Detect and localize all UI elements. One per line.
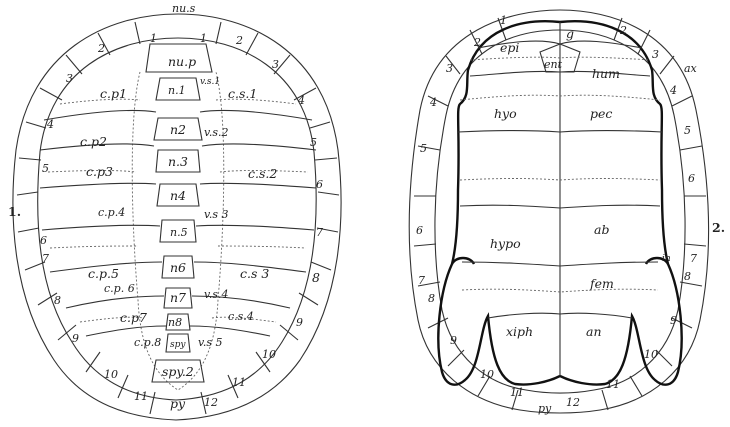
fig1-costal-scute-3-label: c.s 3 (240, 266, 269, 281)
fig1-neural-3-label: n.3 (168, 154, 188, 169)
fig2-inguinal-label: in (662, 254, 671, 264)
fig2-marginal-left-4: 4 (429, 96, 437, 109)
fig2-hypoplastron-label: hypo (490, 236, 521, 251)
fig1-costal-plate-4-label: c.p.4 (98, 206, 125, 219)
fig1-costal-plate-1-label: c.p1 (100, 86, 127, 101)
fig1-marginal-right-9: 9 (296, 316, 303, 329)
fig1-marginal-right-6: 6 (316, 178, 323, 191)
fig1-neural-2-label: n2 (170, 122, 186, 137)
fig1-vertebral-scute-1-label: v.s.1 (200, 77, 220, 87)
fig2-marginal-right-9: 9 (670, 314, 677, 327)
fig2-marginal-right-6: 6 (688, 172, 695, 185)
fig1-costal-scute-1-label: c.s.1 (228, 86, 257, 101)
fig1-neural-7-label: n7 (170, 290, 186, 305)
fig2-marginal-right-11: 11 (606, 378, 620, 391)
fig2-marginal-left-5: 5 (420, 142, 427, 155)
fig1-costal-plate-7-label: c.p7 (120, 310, 147, 325)
fig1-neural-1-label: n.1 (168, 84, 186, 97)
fig1-marginal-right-4: 4 (297, 94, 305, 107)
fig2-marginal-right-5: 5 (684, 124, 691, 137)
fig1-suprapygal-small-label: spy (170, 340, 186, 350)
fig1-marginal-right-10: 10 (262, 348, 276, 361)
fig1-vertebral-scute-3-label: v.s 3 (204, 208, 229, 221)
fig2-marginal-right-10: 10 (644, 348, 658, 361)
fig1-vertebral-scute-5-label: v.s 5 (198, 336, 223, 349)
fig1-marginal-left-9: 9 (72, 332, 79, 345)
fig1-neural-6-label: n6 (170, 260, 186, 275)
fig1-marginal-left-11: 11 (134, 390, 148, 403)
fig2-marginal-right-3: 3 (652, 48, 659, 61)
fig1-nuchal-scute-label: nu.s (172, 2, 196, 15)
fig2-pygal-label: py (538, 402, 552, 415)
fig2-marginal-right-12: 12 (566, 396, 580, 409)
fig1-marginal-left-6: 6 (40, 234, 47, 247)
fig1-marginal-left-8: 8 (54, 294, 61, 307)
fig1-marginal-right-7: 7 (316, 226, 323, 239)
fig2-marginal-left-3: 3 (446, 62, 453, 75)
fig1-marginal-right-8: 8 (312, 270, 320, 285)
fig1-nuchal-plate-label: nu.p (168, 54, 196, 69)
fig1-suprapygal-label: spy.2 (162, 364, 194, 379)
figure-1-number: 1. (8, 204, 21, 219)
plastron-figure: g epi ent hum ax hyo pec ab hypo in fem … (409, 10, 708, 415)
fig1-top-marginal-right-label: 1 (200, 32, 207, 45)
fig2-marginal-left-7: 7 (418, 274, 425, 287)
fig2-femoral-label: fem (589, 276, 614, 291)
fig2-xiphiplastron-label: xiph (506, 324, 533, 339)
fig1-neural-8-label: n8 (168, 316, 182, 329)
fig1-pygal-label: py (170, 396, 186, 411)
fig2-gular-label: g (566, 26, 574, 41)
fig1-marginal-left-4: 4 (46, 118, 54, 131)
fig2-marginal-left-1: 1 (500, 14, 507, 27)
carapace-figure: nu.s nu.p 1 1 n.1 n2 n.3 n4 n.5 n6 n7 n8… (13, 2, 341, 420)
fig1-neural-5-label: n.5 (170, 226, 188, 239)
fig1-costal-scute-4-label: c.s.4 (228, 310, 254, 323)
fig2-marginal-right-7: 7 (690, 252, 697, 265)
fig1-marginal-right-5: 5 (310, 136, 317, 149)
figure-2-number: 2. (712, 220, 725, 235)
fig1-top-marginal-left-label: 1 (150, 32, 157, 45)
fig2-marginal-right-4: 4 (669, 84, 677, 97)
fig1-marginal-left-2: 2 (97, 42, 105, 55)
fig1-marginal-right-3: 3 (272, 58, 279, 71)
fig2-marginal-left-2: 2 (473, 36, 481, 49)
fig2-marginal-right-2: 2 (619, 24, 627, 37)
fig2-axillary-label: ax (684, 62, 698, 75)
fig2-marginal-right-8: 8 (684, 270, 691, 283)
fig2-pectoral-label: pec (590, 106, 612, 121)
fig1-marginal-left-3: 3 (66, 72, 73, 85)
fig2-abdominal-label: ab (594, 222, 609, 237)
fig1-costal-scute-2-label: c.s.2 (248, 166, 277, 181)
fig2-humeral-label: hum (592, 66, 620, 81)
fig2-anal-label: an (586, 324, 602, 339)
fig1-marginal-right-11: 11 (232, 376, 246, 389)
fig1-marginal-left-10: 10 (104, 368, 118, 381)
fig2-hyoplastron-label: hyo (494, 106, 517, 121)
fig2-marginal-left-10: 10 (480, 368, 494, 381)
fig1-vertebral-scute-2-label: v.s.2 (204, 126, 229, 139)
fig2-epiplastron-label: epi (500, 40, 519, 55)
fig1-costal-plate-8-label: c.p.8 (134, 336, 161, 349)
fig1-marginal-left-5: 5 (42, 162, 49, 175)
fig1-neural-4-label: n4 (170, 188, 186, 203)
fig1-costal-plate-2-label: c.p2 (80, 134, 107, 149)
fig1-costal-plate-5-label: c.p.5 (88, 266, 119, 281)
fig1-vertebral-scute-4-label: v.s.4 (204, 288, 229, 301)
fig2-marginal-left-9: 9 (450, 334, 457, 347)
fig2-marginal-left-11: 11 (510, 386, 524, 399)
fig1-costal-plate-3-label: c.p3 (86, 164, 113, 179)
fig2-marginal-left-8: 8 (428, 292, 435, 305)
fig1-marginal-left-7: 7 (42, 252, 49, 265)
fig1-costal-plate-6-label: c.p. 6 (104, 282, 135, 295)
fig2-marginal-left-6: 6 (416, 224, 423, 237)
fig2-entoplastron-label: ent (544, 58, 563, 71)
fig1-marginal-right-12: 12 (204, 396, 218, 409)
fig1-marginal-right-2: 2 (235, 34, 243, 47)
